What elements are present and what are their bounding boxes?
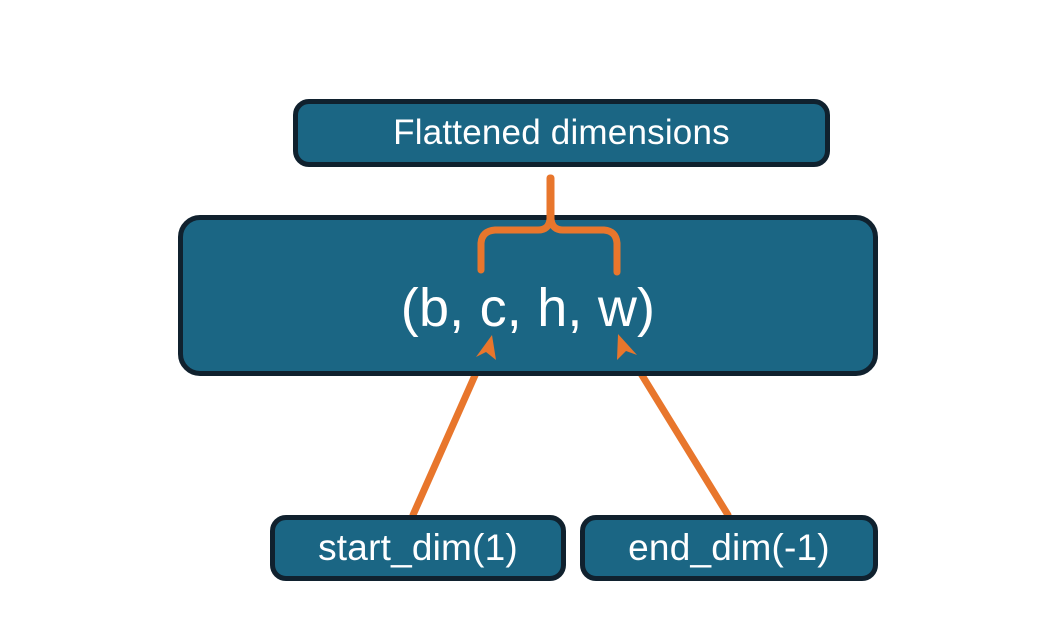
box-flattened-dimensions[interactable]: Flattened dimensions (293, 99, 830, 167)
box-shape-tuple[interactable]: (b, c, h, w) (178, 215, 878, 376)
box-start-dim[interactable]: start_dim(1) (270, 515, 566, 581)
box-end-dim-label: end_dim(-1) (628, 527, 830, 568)
box-flattened-dimensions-label: Flattened dimensions (393, 113, 730, 152)
box-shape-tuple-label: (b, c, h, w) (400, 277, 656, 338)
box-start-dim-label: start_dim(1) (318, 527, 518, 568)
box-end-dim[interactable]: end_dim(-1) (580, 515, 878, 581)
